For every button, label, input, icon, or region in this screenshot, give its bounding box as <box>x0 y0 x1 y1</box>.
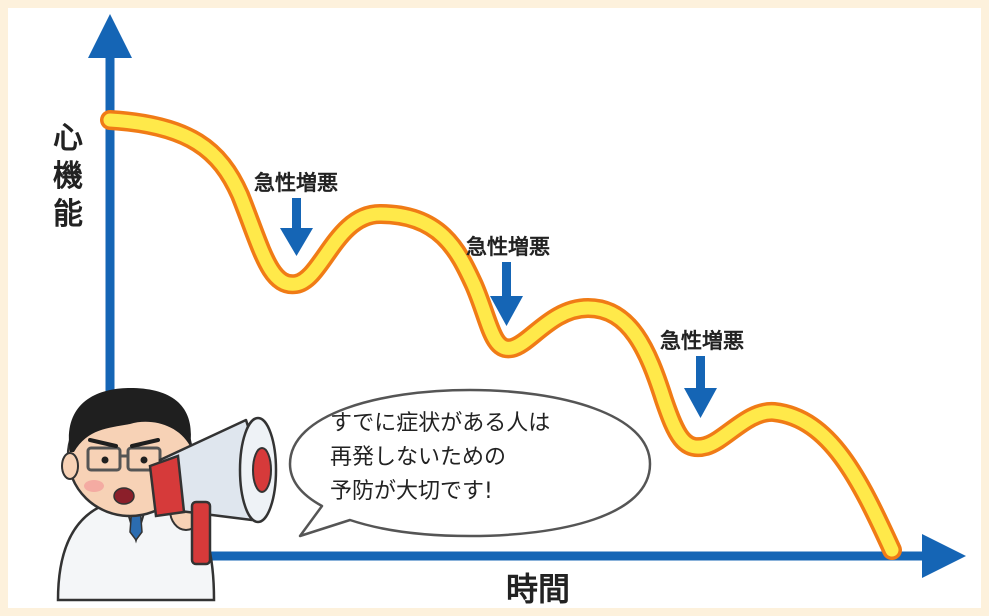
speech-bubble-line-2: 再発しないための <box>330 445 506 470</box>
y-axis-arrowhead <box>88 14 132 58</box>
down-arrow-3-shaft <box>696 356 705 392</box>
y-axis-label-char-3: 能 <box>53 197 83 232</box>
down-arrow-1-icon <box>280 228 313 256</box>
y-axis-label-char-2: 機 <box>53 159 83 194</box>
exacerbation-label-1: 急性増悪 <box>254 171 338 195</box>
x-axis-label: 時間 <box>506 570 570 608</box>
x-axis-arrowhead <box>922 534 966 578</box>
down-arrow-3-icon <box>684 388 717 418</box>
speech-bubble-line-3: 予防が大切です! <box>330 479 493 504</box>
down-arrow-2-icon <box>490 296 523 326</box>
x-axis <box>110 534 966 578</box>
y-axis-label: 心 機 能 <box>53 121 83 232</box>
down-arrow-1-shaft <box>292 198 301 232</box>
down-arrow-2-shaft <box>502 262 511 300</box>
exacerbation-2: 急性増悪 <box>466 235 550 326</box>
exacerbation-1: 急性増悪 <box>254 171 338 256</box>
exacerbation-label-2: 急性増悪 <box>466 235 550 259</box>
speech-bubble-line-1: すでに症状がある人は <box>330 411 550 436</box>
doctor-with-megaphone-illustration <box>56 388 278 602</box>
speech-bubble: すでに症状がある人は 再発しないための 予防が大切です! <box>288 388 652 538</box>
y-axis-label-char-1: 心 <box>53 121 83 156</box>
heart-function-curve <box>100 110 902 560</box>
exacerbation-3: 急性増悪 <box>660 329 744 418</box>
exacerbation-label-3: 急性増悪 <box>660 329 744 353</box>
